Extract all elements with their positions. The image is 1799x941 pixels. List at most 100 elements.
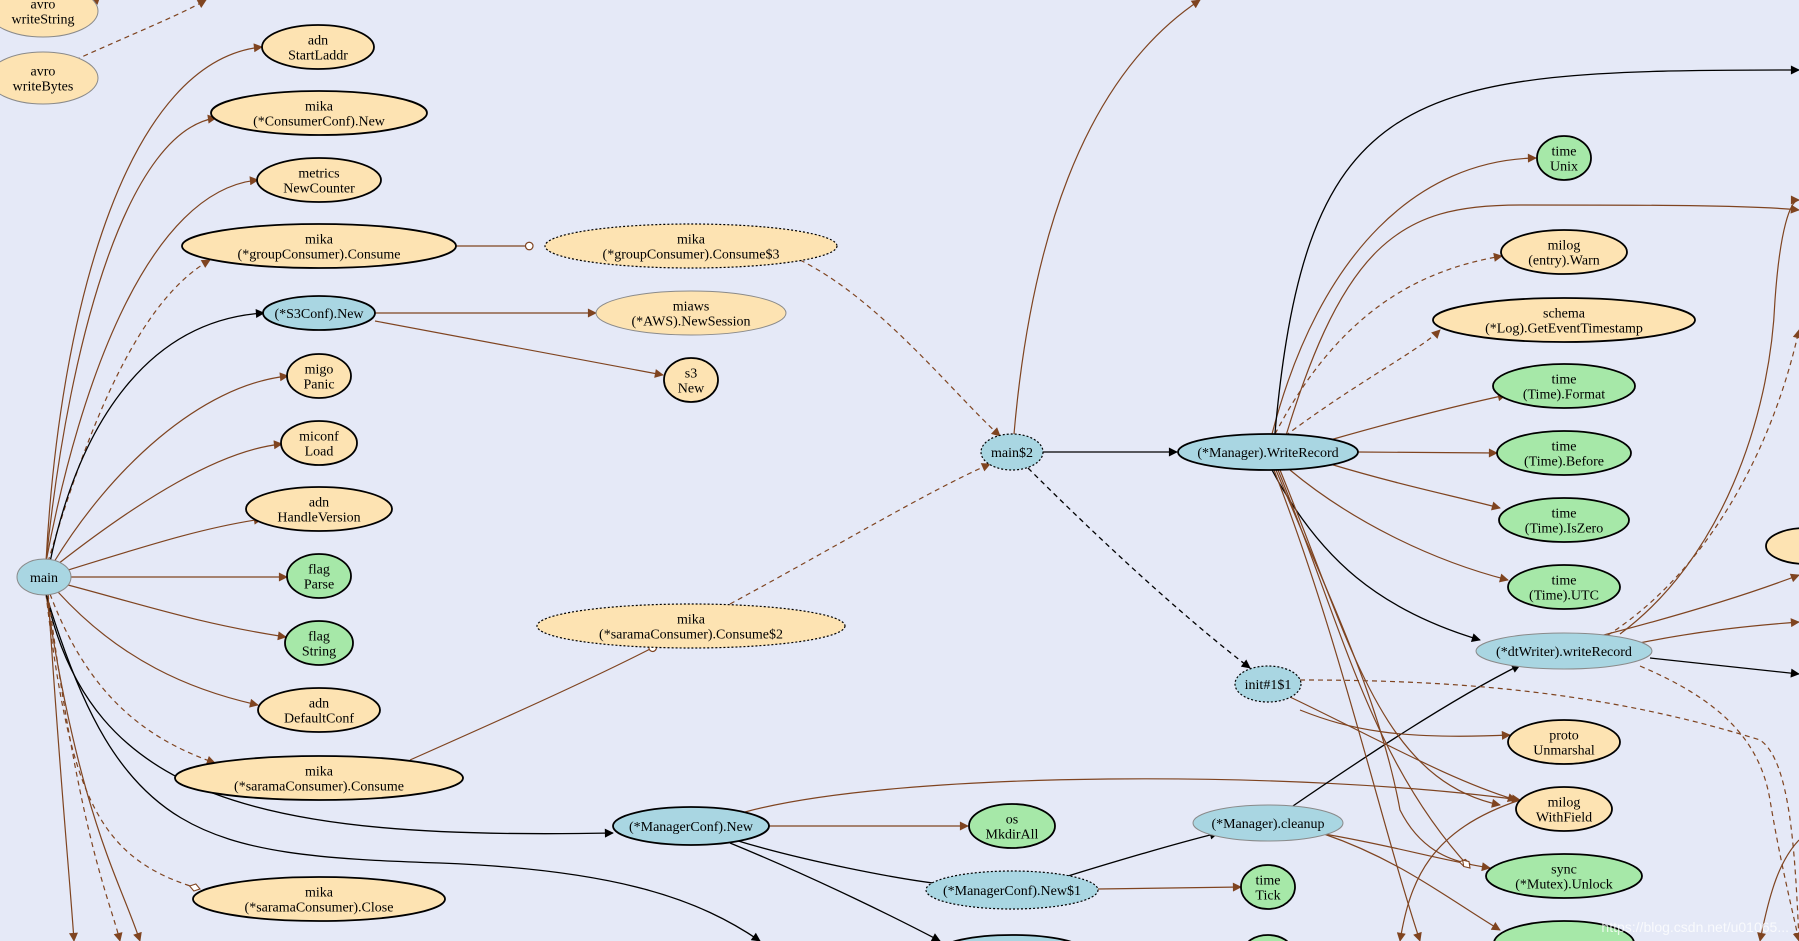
node-shape [257,687,381,733]
node-label: (*ConsumerConf).New [253,115,386,130]
node-bottom-blue[interactable] [940,934,1084,941]
node-shape [1507,719,1621,765]
node-label: time [1552,507,1577,522]
node-sync-unlock[interactable]: sync(*Mutex).Unlock [1485,853,1643,899]
call-edge [729,463,991,605]
node-label: time [1552,373,1577,388]
node-label: (*groupConsumer).Consume [238,248,401,263]
node-mika-ccn[interactable]: mika(*ConsumerConf).New [210,90,428,136]
node-mgrconf-new1[interactable]: (*ManagerConf).New$1 [925,870,1099,910]
node-shape [1500,229,1628,275]
call-edge [1323,833,1491,872]
node-label: HandleVersion [277,511,360,526]
call-edge [67,515,263,571]
node-label: (*S3Conf).New [274,307,364,322]
node-label: Panic [303,378,334,393]
node-label: DefaultConf [284,712,354,727]
node-shape [192,876,446,922]
node-mgr-wr[interactable]: (*Manager).WriteRecord [1177,433,1359,471]
call-edge [374,320,664,378]
node-milog-warn[interactable]: milog(entry).Warn [1500,229,1628,275]
node-label: mika [677,233,706,248]
node-shape [280,420,358,466]
node-shape [1765,527,1799,565]
node-label: mika [305,233,334,248]
node-label: writeString [12,13,75,28]
node-label: (*Mutex).Unlock [1515,878,1613,893]
node-label: flag [308,563,330,578]
node-time-format[interactable]: time(Time).Format [1492,363,1636,409]
node-label: Tick [1255,889,1280,904]
node-mika-gcc3[interactable]: mika(*groupConsumer).Consume$3 [544,223,838,269]
node-time-utc[interactable]: time(Time).UTC [1507,564,1621,610]
node-shape [1177,433,1359,471]
node-label: (Time).UTC [1529,589,1599,604]
call-edge [1299,679,1799,941]
call-edge [1275,469,1471,868]
node-mgr-cleanup[interactable]: (*Manager).cleanup [1192,804,1344,842]
node-main2[interactable]: main$2 [980,433,1044,471]
node-label: os [1006,813,1018,828]
node-label: time [1552,145,1577,160]
call-edge [1396,799,1521,941]
node-shape [1247,934,1289,941]
node-init11[interactable]: init#1$1 [1234,665,1302,703]
call-edge [1649,657,1799,678]
call-edge [1027,467,1251,669]
node-sync-bottom[interactable]: sync [1493,920,1635,941]
node-main[interactable]: main [16,558,72,596]
node-s3conf-new[interactable]: (*S3Conf).New [262,295,376,331]
node-mgrconf-new[interactable]: (*ManagerConf).New [612,806,770,846]
call-edge [1289,696,1517,802]
node-right-node[interactable] [1765,527,1799,565]
node-bottom-green[interactable] [1244,934,1292,941]
node-label: time [1552,574,1577,589]
call-edge [47,593,78,941]
call-edge [1273,469,1422,941]
node-label: time [1552,440,1577,455]
node-mika-scc2[interactable]: mika(*saramaConsumer).Consume$2 [536,603,846,649]
node-mika-scc[interactable]: mika(*saramaConsumer).Consume [174,755,464,801]
call-edge [1757,839,1799,941]
call-edge [45,114,217,563]
node-miaws-ns[interactable]: miaws(*AWS).NewSession [595,290,787,336]
node-label: (Time).Format [1523,388,1605,403]
node-shape [1234,665,1302,703]
call-edge [1289,469,1509,583]
node-schema-get[interactable]: schema(*Log).GetEventTimestamp [1432,297,1696,343]
node-label: metrics [298,167,339,182]
node-shape [1475,632,1653,670]
node-label: miconf [299,430,339,445]
node-dtw-wr[interactable]: (*dtWriter).writeRecord [1475,632,1653,670]
node-time-iszero[interactable]: time(Time).IsZero [1498,497,1630,543]
node-shape [256,157,382,203]
call-edge [1629,618,1799,646]
node-shape [210,90,428,136]
node-label: (*saramaConsumer).Consume$2 [599,628,783,643]
call-edge [57,440,283,565]
node-time-before[interactable]: time(Time).Before [1496,430,1632,476]
call-edge [1329,463,1501,511]
node-mika-gcc[interactable]: mika(*groupConsumer).Consume [181,223,457,269]
node-mika-scclose[interactable]: mika(*saramaConsumer).Close [192,876,446,922]
call-edge [1289,664,1521,809]
node-shape [595,290,787,336]
node-label: milog [1548,796,1581,811]
